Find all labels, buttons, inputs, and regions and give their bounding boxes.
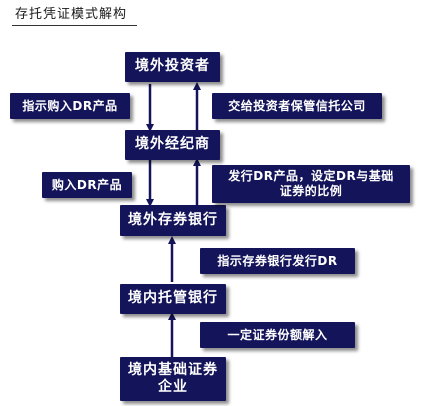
node-domestic-underlying-company: 境内基础证券 企业: [120, 357, 226, 401]
page-title: 存托凭证模式解构: [15, 7, 128, 22]
label-instruct-buy-dr: 指示购入DR产品: [10, 93, 130, 119]
label-deposit-securities: 一定证券份额解入: [200, 322, 355, 348]
node-foreign-investor: 境外投资者: [125, 52, 220, 82]
node-foreign-broker: 境外经纪商: [125, 130, 220, 160]
label-deliver-trust: 交给投资者保管信托公司: [212, 93, 382, 119]
node-domestic-custodian-bank: 境内托管银行: [120, 284, 226, 314]
title-underline: [12, 25, 137, 26]
label-instruct-depositary-issue: 指示存券银行发行DR: [200, 248, 355, 274]
label-issue-dr-ratio: 发行DR产品，设定DR与基础 证券的比例: [212, 165, 410, 203]
node-foreign-depositary-bank: 境外存券银行: [120, 205, 226, 236]
label-buy-dr: 购入DR产品: [42, 172, 132, 198]
